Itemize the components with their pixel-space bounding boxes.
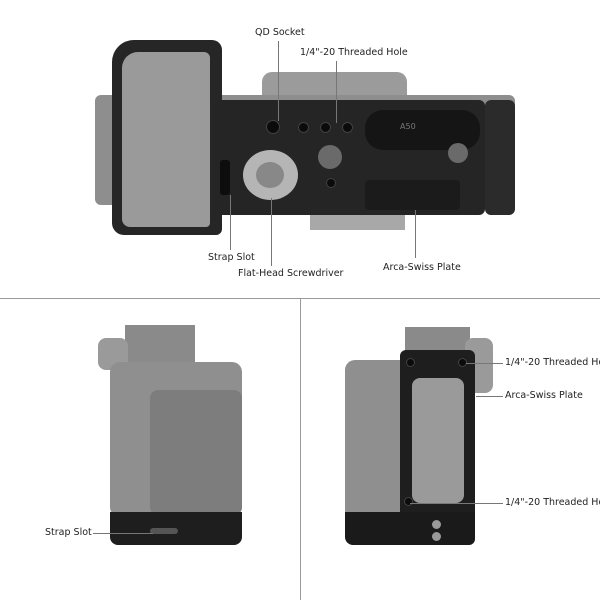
callout-line xyxy=(410,503,503,504)
label-strap-slot-side: Strap Slot xyxy=(45,527,92,538)
label-arca-plate: Arca-Swiss Plate xyxy=(383,262,461,273)
callout-line xyxy=(278,41,279,121)
callout-line xyxy=(230,195,231,250)
top-view-product-image: A50 xyxy=(0,0,600,298)
arca-plate-lower xyxy=(365,180,460,210)
left-side-product-image xyxy=(0,300,300,600)
grip-body xyxy=(122,52,210,227)
strap-slot xyxy=(220,160,230,195)
label-screwdriver: Flat-Head Screwdriver xyxy=(238,268,344,279)
callout-line xyxy=(93,533,153,534)
rail-screw xyxy=(448,143,468,163)
screwdriver-center xyxy=(256,162,284,188)
label-qd-socket: QD Socket xyxy=(255,27,305,38)
threaded-hole xyxy=(458,358,467,367)
right-side-product-image xyxy=(300,300,600,600)
base-screw xyxy=(432,520,441,529)
bracket-window xyxy=(412,378,464,503)
label-threaded-hole-bottom: 1/4"-20 Threaded Hole xyxy=(505,497,600,508)
label-threaded-hole-top: 1/4"-20 Threaded Hole xyxy=(505,357,600,368)
qd-socket-hole xyxy=(266,120,280,134)
threaded-hole xyxy=(406,358,415,367)
cage-base xyxy=(345,512,475,545)
side-handle xyxy=(485,100,515,215)
callout-line xyxy=(415,210,416,258)
plate-marking: A50 xyxy=(400,122,416,131)
callout-line xyxy=(271,198,272,266)
threaded-hole xyxy=(404,497,413,506)
callout-line xyxy=(466,363,503,364)
label-arca-plate-side: Arca-Swiss Plate xyxy=(505,390,583,401)
grip-texture xyxy=(150,390,242,515)
label-strap-slot: Strap Slot xyxy=(208,252,255,263)
callout-line xyxy=(476,396,503,397)
locking-screw xyxy=(318,145,342,169)
base-screw xyxy=(432,532,441,541)
threaded-hole xyxy=(320,122,331,133)
strap-slot xyxy=(150,528,178,534)
threaded-hole xyxy=(326,178,336,188)
threaded-hole xyxy=(342,122,353,133)
vertical-divider xyxy=(300,298,301,600)
threaded-hole xyxy=(298,122,309,133)
label-threaded-hole: 1/4"-20 Threaded Hole xyxy=(300,47,408,58)
callout-line xyxy=(336,61,337,123)
